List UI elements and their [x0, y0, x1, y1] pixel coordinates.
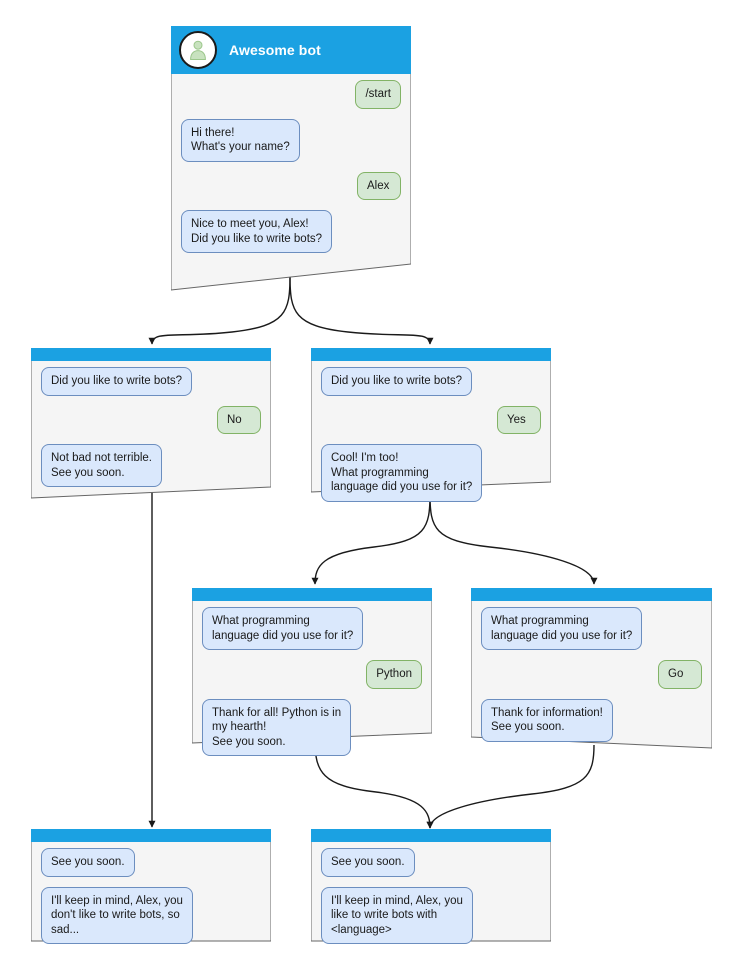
node-go-branch[interactable]: What programming language did you use fo… [471, 588, 712, 749]
bot-message-bubble[interactable]: Cool! I'm too! What programming language… [321, 444, 483, 502]
bot-message-bubble[interactable]: Did you like to write bots? [321, 367, 473, 396]
node-yes-branch-header [311, 348, 551, 361]
user-message-bubble[interactable]: Alex [357, 171, 401, 200]
bot-message-bubble[interactable]: Hi there! What's your name? [181, 118, 300, 162]
bot-message-bubble[interactable]: Thank for information! See you soon. [481, 698, 613, 742]
message-row: Python [202, 660, 422, 689]
node-root-chat: /start Hi there! What's your name? Alex … [171, 74, 411, 267]
node-end-sad-chat: See you soon. I'll keep in mind, Alex, y… [31, 842, 271, 958]
message-row: See you soon. [321, 848, 541, 877]
node-yes-branch[interactable]: Did you like to write bots? Yes Cool! I'… [311, 348, 551, 502]
node-root[interactable]: Awesome bot /start Hi there! What's your… [171, 26, 411, 292]
node-go-branch-header [471, 588, 712, 601]
bot-message-bubble[interactable]: What programming language did you use fo… [481, 607, 643, 650]
bot-message-bubble[interactable]: Thank for all! Python is in my hearth! S… [202, 698, 352, 756]
message-row: See you soon. [41, 848, 261, 877]
message-row: No [41, 405, 261, 434]
bot-title: Awesome bot [229, 42, 321, 58]
node-end-happy-chat: See you soon. I'll keep in mind, Alex, y… [311, 842, 551, 958]
message-row: Alex [181, 171, 401, 200]
message-row: Not bad not terrible. See you soon. [41, 444, 261, 487]
node-python-branch[interactable]: What programming language did you use fo… [192, 588, 432, 756]
node-end-sad-header [31, 829, 271, 842]
node-yes-branch-chat: Did you like to write bots? Yes Cool! I'… [311, 361, 551, 516]
message-row: Hi there! What's your name? [181, 118, 401, 162]
bot-message-bubble[interactable]: Nice to meet you, Alex! Did you like to … [181, 210, 333, 253]
message-row: I'll keep in mind, Alex, you don't like … [41, 886, 261, 944]
user-message-bubble[interactable]: /start [355, 80, 401, 109]
bot-message-bubble[interactable]: Did you like to write bots? [41, 367, 193, 396]
user-avatar-icon [179, 31, 217, 69]
user-message-bubble[interactable]: Go [658, 660, 702, 689]
edge-go-to-endhappy [426, 744, 595, 829]
node-no-branch-chat: Did you like to write bots? No Not bad n… [31, 361, 271, 501]
user-message-bubble[interactable]: Python [366, 660, 422, 689]
node-python-branch-header [192, 588, 432, 601]
node-no-branch-header [31, 348, 271, 361]
node-end-happy-header [311, 829, 551, 842]
bot-message-bubble[interactable]: See you soon. [321, 848, 415, 877]
message-row: Thank for information! See you soon. [481, 698, 702, 742]
node-go-branch-chat: What programming language did you use fo… [471, 601, 712, 756]
message-row: Did you like to write bots? [41, 367, 261, 396]
message-row: Nice to meet you, Alex! Did you like to … [181, 210, 401, 253]
user-message-bubble[interactable]: No [217, 405, 261, 434]
message-row: I'll keep in mind, Alex, you like to wri… [321, 886, 541, 944]
message-row: Go [481, 660, 702, 689]
bot-message-bubble[interactable]: What programming language did you use fo… [202, 607, 364, 650]
message-row: Thank for all! Python is in my hearth! S… [202, 698, 422, 756]
message-row: Cool! I'm too! What programming language… [321, 444, 541, 502]
message-row: What programming language did you use fo… [202, 607, 422, 650]
bot-message-bubble[interactable]: Not bad not terrible. See you soon. [41, 444, 163, 487]
message-row: What programming language did you use fo… [481, 607, 702, 650]
node-no-branch[interactable]: Did you like to write bots? No Not bad n… [31, 348, 271, 499]
user-message-bubble[interactable]: Yes [497, 405, 541, 434]
message-row: Did you like to write bots? [321, 367, 541, 396]
node-python-branch-chat: What programming language did you use fo… [192, 601, 432, 770]
node-root-header: Awesome bot [171, 26, 411, 74]
message-row: Yes [321, 405, 541, 434]
node-end-happy[interactable]: See you soon. I'll keep in mind, Alex, y… [311, 829, 551, 944]
bot-message-bubble[interactable]: I'll keep in mind, Alex, you don't like … [41, 886, 193, 944]
bot-message-bubble[interactable]: I'll keep in mind, Alex, you like to wri… [321, 886, 473, 944]
node-end-sad[interactable]: See you soon. I'll keep in mind, Alex, y… [31, 829, 271, 944]
message-row: /start [181, 80, 401, 109]
bot-message-bubble[interactable]: See you soon. [41, 848, 135, 877]
